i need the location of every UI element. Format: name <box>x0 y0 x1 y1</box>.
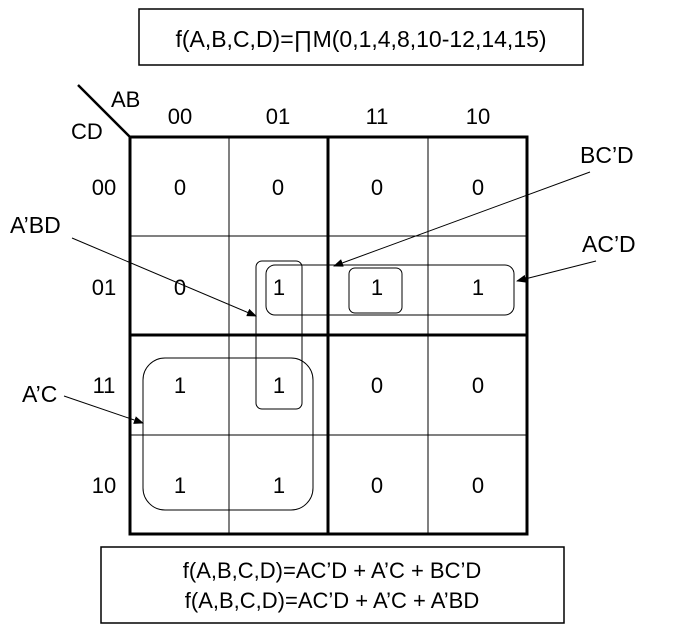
cell-r1-c1: 1 <box>273 275 285 300</box>
label-a-c: A’C <box>22 381 57 407</box>
group-loop-a-bd <box>255 260 303 410</box>
cell-r2-c1: 1 <box>273 373 285 398</box>
arrow-bc-d <box>333 171 591 267</box>
cell-r0-c0: 0 <box>174 175 186 200</box>
group-loop-a-c <box>142 357 314 511</box>
label-a-bd: A’BD <box>10 212 61 238</box>
cell-r2-c2: 0 <box>371 373 383 398</box>
col-header-00: 00 <box>168 104 192 129</box>
col-var-label: AB <box>111 87 140 112</box>
row-header-00: 00 <box>92 175 116 200</box>
row-header-10: 10 <box>92 473 116 498</box>
cell-r3-c3: 0 <box>472 473 484 498</box>
cell-r1-c2: 1 <box>371 275 383 300</box>
cell-r3-c2: 0 <box>371 473 383 498</box>
result-line-2: f(A,B,C,D)=AC’D + A’C + A’BD <box>185 588 479 613</box>
row-var-label: CD <box>71 119 103 144</box>
cell-r0-c1: 0 <box>272 175 284 200</box>
arrow-a-c <box>63 395 144 424</box>
cell-r3-c1: 1 <box>273 473 285 498</box>
group-loop-bc-d <box>348 267 403 314</box>
cell-r1-c0: 0 <box>174 275 186 300</box>
cell-r3-c0: 1 <box>174 473 186 498</box>
arrow-a-bd <box>71 237 257 317</box>
kmap-grid <box>128 135 529 536</box>
col-header-10: 10 <box>466 104 490 129</box>
row-header-11: 11 <box>93 373 116 398</box>
cell-r1-c3: 1 <box>472 275 484 300</box>
col-header-11: 11 <box>366 104 389 129</box>
group-loop-ac-d <box>265 264 515 316</box>
cell-r2-c0: 1 <box>174 373 186 398</box>
corner-diagonal <box>77 84 131 138</box>
col-header-01: 01 <box>266 104 290 129</box>
cell-r0-c3: 0 <box>472 175 484 200</box>
result-box <box>100 546 565 624</box>
header-formula-box <box>138 8 584 66</box>
label-ac-d: AC’D <box>582 231 636 257</box>
arrow-ac-d <box>516 260 597 283</box>
row-header-01: 01 <box>92 275 116 300</box>
label-bc-d: BC’D <box>580 142 634 168</box>
cell-r2-c3: 0 <box>472 373 484 398</box>
cell-r0-c2: 0 <box>371 175 383 200</box>
header-formula: f(A,B,C,D)=∏M(0,1,4,8,10-12,14,15) <box>175 26 546 52</box>
result-line-1: f(A,B,C,D)=AC’D + A’C + BC’D <box>183 558 482 583</box>
